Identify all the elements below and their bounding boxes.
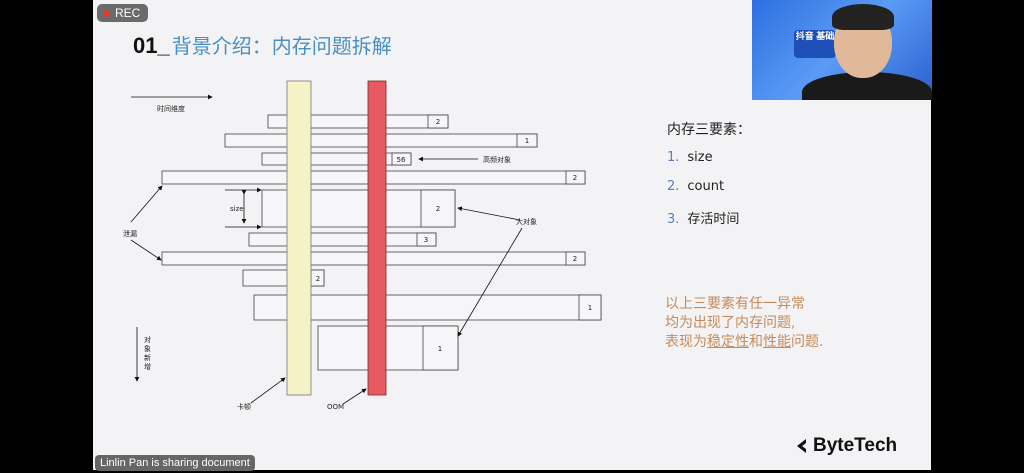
high-freq-label: 高频对象 [483,155,511,164]
count-label: 1 [588,304,592,312]
count-label: 2 [436,118,440,126]
note-line: 均为出现了内存问题, [665,315,796,331]
presenter-hair [832,4,894,30]
count-label: 1 [438,345,442,353]
note-line: 表现为稳定性和性能问题. [665,334,824,350]
large-object-label: 大对象 [516,217,537,226]
count-label: 2 [436,205,440,213]
stability-term: 稳定性 [707,334,749,350]
recording-label: REC [115,6,141,20]
title-text: 背景介绍：内存问题拆解 [171,34,392,58]
jank-label: 卡顿 [237,402,251,411]
count-box [422,325,459,371]
count-label: 56 [397,156,406,164]
count-box [416,232,437,247]
count-label: 2 [316,275,320,283]
bytetech-logo-icon [797,439,806,453]
summary-note: 以上三要素有任一异常 均为出现了内存问题, 表现为稳定性和性能问题. [665,295,823,352]
count-label: 1 [525,137,529,145]
elements-title: 内存三要素： [667,122,751,138]
count-box [565,170,586,185]
logo-text: ByteTech [813,435,898,456]
sharing-status: Linlin Pan is sharing document [95,455,255,471]
leak-arrow [130,185,163,223]
jank-arrow [250,377,286,404]
object-bar [261,152,412,166]
jank-column [286,80,312,396]
object-bar [248,232,437,247]
leak-label: 泄漏 [123,229,137,238]
note-line: 以上三要素有任一异常 [665,296,805,312]
large-object-arrow [457,206,521,221]
count-box [565,251,586,266]
oom-label: OOM [327,403,344,411]
object-bar [253,294,602,321]
performance-term: 性能 [763,334,791,350]
time-axis-label: 时间维度 [157,104,185,113]
large-object-arrow [457,227,523,337]
leak-arrow [130,239,162,261]
count-box [391,152,412,166]
title-number: 01_ [133,33,170,58]
count-box [578,294,602,321]
size-label: size [230,205,244,213]
count-box [516,133,538,148]
bytetech-logo: ByteTech [795,435,897,457]
oom-arrow [342,388,367,405]
list-item: 1.size [667,150,713,165]
count-label: 2 [573,255,577,263]
count-box [420,189,456,228]
object-growth-label: 对象新增 [144,336,151,371]
presenter-video[interactable]: 抖音 基础 [752,0,932,100]
count-label: 2 [573,174,577,182]
count-box [427,114,449,129]
record-dot-icon [103,9,110,17]
slide-title: 01_背景介绍：内存问题拆解 [133,30,392,59]
oom-column [367,80,387,396]
count-label: 3 [424,236,428,244]
list-item: 3.存活时间 [667,212,740,227]
recording-badge[interactable]: REC [97,4,149,22]
list-item: 2.count [667,179,725,194]
video-background-sign: 抖音 基础 [794,30,836,58]
